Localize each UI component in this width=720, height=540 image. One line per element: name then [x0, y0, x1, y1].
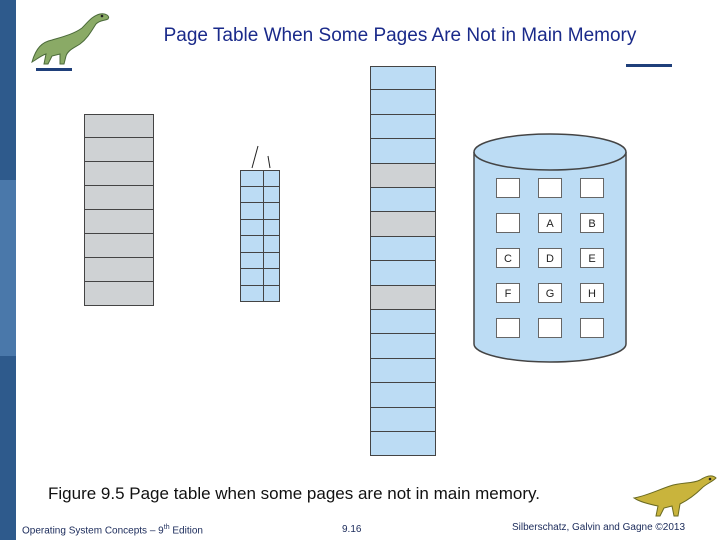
logical-page-cell	[84, 162, 154, 186]
physical-frame-cell	[370, 163, 436, 188]
backing-store-page	[580, 318, 604, 338]
backing-store-page	[538, 178, 562, 198]
title-rule-left	[36, 68, 72, 71]
page-table-frame	[240, 236, 264, 253]
backing-store-page: H	[580, 283, 604, 303]
physical-frame-cell	[370, 310, 436, 335]
backing-store-page	[580, 178, 604, 198]
physical-frame-cell	[370, 114, 436, 140]
physical-frame-cell	[370, 139, 436, 164]
backing-store-page: D	[538, 248, 562, 268]
backing-store-page: E	[580, 248, 604, 268]
title-rule-right	[626, 64, 672, 67]
backing-store-page	[496, 178, 520, 198]
page-table-valid-bit	[264, 236, 280, 253]
page-table-frame	[240, 170, 264, 187]
backing-store-page	[538, 318, 562, 338]
footer-copyright: Silberschatz, Galvin and Gagne ©2013	[512, 522, 686, 533]
backing-store-page	[496, 213, 520, 233]
physical-frame-cell	[370, 334, 436, 359]
physical-frame-cell	[370, 285, 436, 310]
footer-course-sup: th	[163, 524, 170, 531]
footer-course-prefix: Operating System Concepts – 9	[22, 525, 164, 537]
page-table-valid-bit	[264, 219, 280, 236]
page-table-frame	[240, 252, 264, 269]
footer-course: Operating System Concepts – 9th Edition	[22, 524, 203, 536]
frame-arrow	[251, 145, 259, 169]
physical-frame-cell	[370, 90, 436, 115]
page-table-frame	[240, 269, 264, 286]
physical-frame-cell	[370, 188, 436, 213]
dinosaur-logo-icon	[31, 13, 109, 65]
physical-frame-cell	[370, 212, 436, 237]
logical-page-cell	[84, 234, 154, 258]
page-table-valid-bit	[264, 285, 280, 302]
page-table-valid-bit	[264, 170, 280, 187]
physical-frame-cell	[370, 66, 436, 91]
physical-frame-cell	[370, 358, 436, 384]
footer-course-suffix: Edition	[169, 525, 203, 537]
page-table-valid-bit	[264, 186, 280, 203]
valid-bit-arrow	[267, 155, 271, 169]
logical-page-cell	[84, 210, 154, 234]
footer-page-number: 9.16	[342, 524, 362, 535]
page-table-valid-bit	[264, 203, 280, 220]
logical-page-cell	[84, 258, 154, 282]
logical-page-cell	[84, 282, 154, 306]
backing-store-page: A	[538, 213, 562, 233]
backing-store-page	[496, 318, 520, 338]
physical-frame-cell	[370, 383, 436, 408]
backing-store-page: B	[580, 213, 604, 233]
left-sidebar-segment	[0, 180, 16, 356]
dinosaur-bottom-icon	[632, 475, 717, 517]
physical-frame-cell	[370, 261, 436, 286]
logical-page-cell	[84, 186, 154, 210]
figure-caption: Figure 9.5 Page table when some pages ar…	[48, 484, 541, 503]
physical-frame-cell	[370, 407, 436, 432]
backing-store-page: G	[538, 283, 562, 303]
logical-page-cell	[84, 138, 154, 162]
physical-frame-cell	[370, 432, 436, 457]
left-sidebar-bar	[0, 0, 16, 540]
page-table-valid-bit	[264, 269, 280, 286]
backing-store-page: F	[496, 283, 520, 303]
page-table-frame	[240, 219, 264, 236]
page-table-frame	[240, 285, 264, 302]
slide-title: Page Table When Some Pages Are Not in Ma…	[163, 25, 637, 46]
page-table-frame	[240, 186, 264, 203]
page-table-frame	[240, 203, 264, 220]
physical-frame-cell	[370, 236, 436, 262]
page-table-valid-bit	[264, 252, 280, 269]
logical-page-cell	[84, 114, 154, 138]
backing-store-page: C	[496, 248, 520, 268]
